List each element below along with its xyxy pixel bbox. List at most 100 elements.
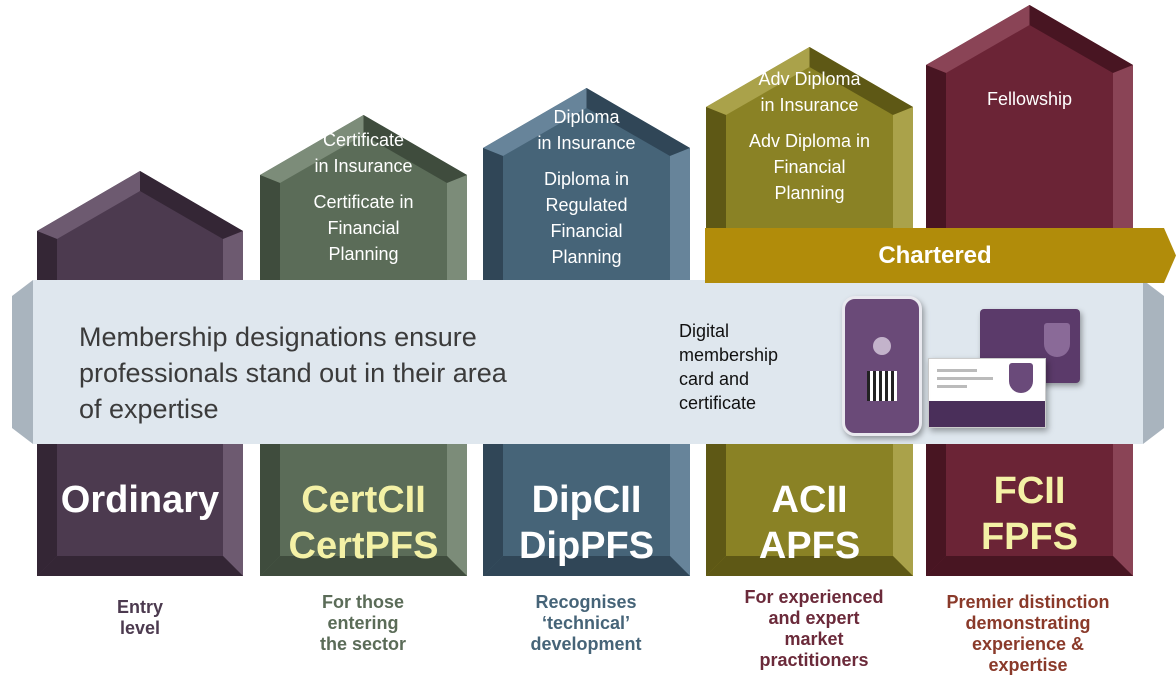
- designation-line: FCII: [993, 470, 1066, 512]
- card-label-line: Digital: [679, 321, 730, 341]
- qualification-gap: [489, 156, 684, 166]
- column-roof-left-bevel: [706, 47, 810, 115]
- qualification-gap: [712, 118, 907, 128]
- certificate-stripe: [929, 401, 1045, 427]
- caption-line: practitioners: [759, 650, 869, 670]
- designation-line: FPFS: [980, 516, 1079, 558]
- column-bottom-bevel: [260, 556, 467, 576]
- qr-code-icon: [867, 371, 897, 401]
- qualification-line: Adv Diploma: [758, 69, 861, 89]
- column-roof-left-bevel: [37, 171, 140, 239]
- caption-line: market: [784, 629, 844, 649]
- digital-card-label: Digital membership card and certificate: [679, 319, 829, 415]
- qualification-line: Certificate: [322, 130, 405, 150]
- caption-line: demonstrating: [965, 613, 1091, 633]
- qualification-line: Regulated: [545, 195, 628, 215]
- qualification-gap: [266, 179, 461, 189]
- caption-line: level: [119, 618, 161, 638]
- column-roof-left-bevel: [260, 115, 364, 183]
- phone-card-image: [842, 296, 922, 436]
- designation-line: DipPFS: [518, 525, 655, 567]
- column-shape: [260, 115, 467, 576]
- column-roof-right-bevel: [586, 88, 690, 156]
- caption-line: and expert: [768, 608, 860, 628]
- qualification-line: Diploma: [553, 107, 620, 127]
- banner-message-line: of expertise: [79, 394, 219, 424]
- certificate-front-image: [928, 358, 1046, 428]
- crest-icon: [1044, 323, 1070, 357]
- caption-line: For experienced: [744, 587, 884, 607]
- qualification-line: in Insurance: [314, 156, 413, 176]
- qualification-line: Adv Diploma in: [748, 131, 871, 151]
- text-placeholder-line: [937, 377, 993, 380]
- banner-side-bevels: [12, 280, 1164, 444]
- qualification-line: Certificate in: [313, 192, 414, 212]
- chartered-arrow-shape: [705, 228, 1176, 283]
- card-label-line: certificate: [679, 393, 757, 413]
- column-roof-left-bevel: [926, 5, 1030, 73]
- column-ordinary: Ordinary: [37, 171, 243, 576]
- column-roof-right-bevel: [809, 47, 913, 115]
- qualification-line: Financial: [550, 221, 623, 241]
- caption-line: For those: [321, 592, 404, 612]
- caption-line: Entry: [116, 597, 163, 617]
- card-label-line: membership: [679, 345, 779, 365]
- crest-icon: [873, 337, 891, 355]
- qualification-line: Planning: [551, 247, 622, 267]
- caption-line: expertise: [988, 655, 1068, 675]
- designation-line: CertCII: [301, 479, 426, 521]
- column-caption: Recognises‘technical’development: [476, 592, 696, 655]
- crest-icon: [1009, 363, 1033, 393]
- banner-message-line: professionals stand out in their area: [79, 358, 507, 388]
- text-placeholder-line: [937, 369, 977, 372]
- column-bottom-bevel: [37, 556, 243, 576]
- qualification-line: Fellowship: [986, 89, 1073, 109]
- qualification-line: in Insurance: [537, 133, 636, 153]
- designation-line: Ordinary: [60, 479, 220, 521]
- qualification-line: in Insurance: [760, 95, 859, 115]
- chartered-label: Chartered: [878, 242, 992, 269]
- designation-line: CertPFS: [288, 525, 439, 567]
- column-roof-left-bevel: [483, 88, 587, 156]
- text-placeholder-line: [937, 385, 967, 388]
- column-qualifications: Fellowship: [932, 86, 1127, 112]
- designation-line: ACII: [771, 479, 848, 521]
- caption-line: Recognises: [535, 592, 637, 612]
- caption-line: the sector: [319, 634, 407, 654]
- designation-label: Ordinary: [37, 477, 243, 523]
- card-label-line: card and: [679, 369, 750, 389]
- qualification-line: Planning: [774, 183, 845, 203]
- column-bottom-bevel: [706, 556, 913, 576]
- banner-message-line: Membership designations ensure: [79, 322, 477, 352]
- qualification-line: Financial: [773, 157, 846, 177]
- caption-line: experience &: [971, 634, 1085, 654]
- banner-message: Membership designations ensure professio…: [79, 319, 559, 427]
- caption-line: development: [530, 634, 642, 654]
- column-roof-right-bevel: [1029, 5, 1133, 73]
- qualification-line: Diploma in: [543, 169, 630, 189]
- designation-line: DipCII: [531, 479, 642, 521]
- caption-line: Premier distinction: [946, 592, 1110, 612]
- caption-line: ‘technical’: [541, 613, 631, 633]
- column-bottom-bevel: [483, 556, 690, 576]
- column-roof-right-bevel: [363, 115, 467, 183]
- column-roof-right-bevel: [140, 171, 243, 239]
- chartered-arrow: Chartered: [705, 228, 1176, 283]
- qualification-line: Planning: [328, 244, 399, 264]
- designation-line: APFS: [758, 525, 861, 567]
- column-bottom-bevel: [926, 556, 1133, 576]
- caption-line: entering: [327, 613, 399, 633]
- qualification-line: Financial: [327, 218, 400, 238]
